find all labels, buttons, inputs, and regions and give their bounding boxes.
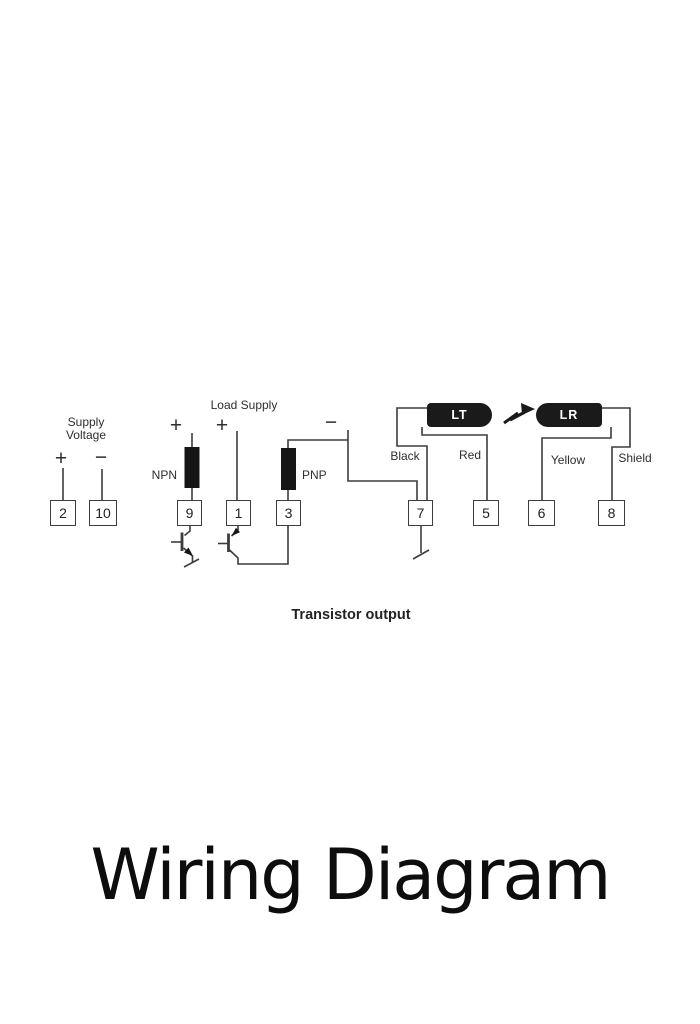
terminal-box-3: 3: [276, 500, 301, 526]
terminal-box-8: 8: [598, 500, 625, 526]
terminal-number: 6: [537, 505, 546, 521]
terminal-number: 5: [482, 505, 490, 521]
npn-transistor-symbol: [171, 526, 200, 568]
supply-voltage-line2: Voltage: [65, 428, 107, 442]
pnp-load-resistor: [281, 448, 296, 490]
load-supply-plus-npn-sign: +: [169, 414, 183, 437]
page-title: Wiring Diagram: [90, 834, 612, 916]
transmission-arrow-icon: [503, 403, 535, 425]
diagram-caption: Transistor output: [291, 607, 411, 623]
pnp-branch-wire: [287, 439, 348, 500]
shield-wire: [602, 407, 631, 500]
black-wire: [396, 407, 428, 500]
yellow-wire-label: Yellow: [550, 453, 586, 467]
terminal-box-10: 10: [89, 500, 117, 526]
terminal-number: 2: [59, 505, 67, 521]
pnp-transistor-symbol: [218, 526, 289, 565]
terminal-box-5: 5: [473, 500, 499, 526]
load-minus-wire: [347, 430, 418, 500]
load-supply-minus-sign: −: [324, 411, 338, 434]
npn-load-resistor: [184, 447, 200, 488]
terminal-number: 8: [607, 505, 616, 521]
load-supply-plus-pnp-sign: +: [215, 414, 229, 437]
wiring-diagram-graphic: [62, 403, 631, 568]
receiver-pill: LR: [536, 403, 602, 427]
terminal7-switch-symbol: [412, 526, 430, 560]
supply-voltage-label: Supply Voltage: [56, 416, 116, 442]
terminal-number: 9: [185, 505, 194, 521]
supply-voltage-line1: Supply: [67, 415, 105, 429]
pnp-label: PNP: [302, 468, 327, 482]
terminal-box-2: 2: [50, 500, 76, 526]
supply-plus-sign: +: [54, 447, 68, 470]
receiver-label: LR: [559, 408, 579, 422]
black-wire-label: Black: [390, 449, 420, 463]
terminal-box-1: 1: [226, 500, 251, 526]
transmitter-label: LT: [451, 408, 468, 422]
terminal-box-7: 7: [408, 500, 433, 526]
terminal-box-9: 9: [177, 500, 202, 526]
supply-minus-sign: −: [94, 446, 108, 469]
terminal-number: 7: [416, 505, 425, 521]
yellow-wire: [541, 427, 612, 500]
terminal-box-6: 6: [528, 500, 555, 526]
red-wire: [421, 427, 488, 500]
transmitter-pill: LT: [427, 403, 492, 427]
npn-label: NPN: [151, 468, 177, 482]
shield-wire-label: Shield: [618, 451, 652, 465]
load-supply-label: Load Supply: [210, 398, 278, 412]
terminal-number: 10: [95, 505, 111, 521]
terminal-number: 3: [284, 505, 293, 521]
terminal-number: 1: [234, 505, 243, 521]
red-wire-label: Red: [458, 448, 481, 462]
